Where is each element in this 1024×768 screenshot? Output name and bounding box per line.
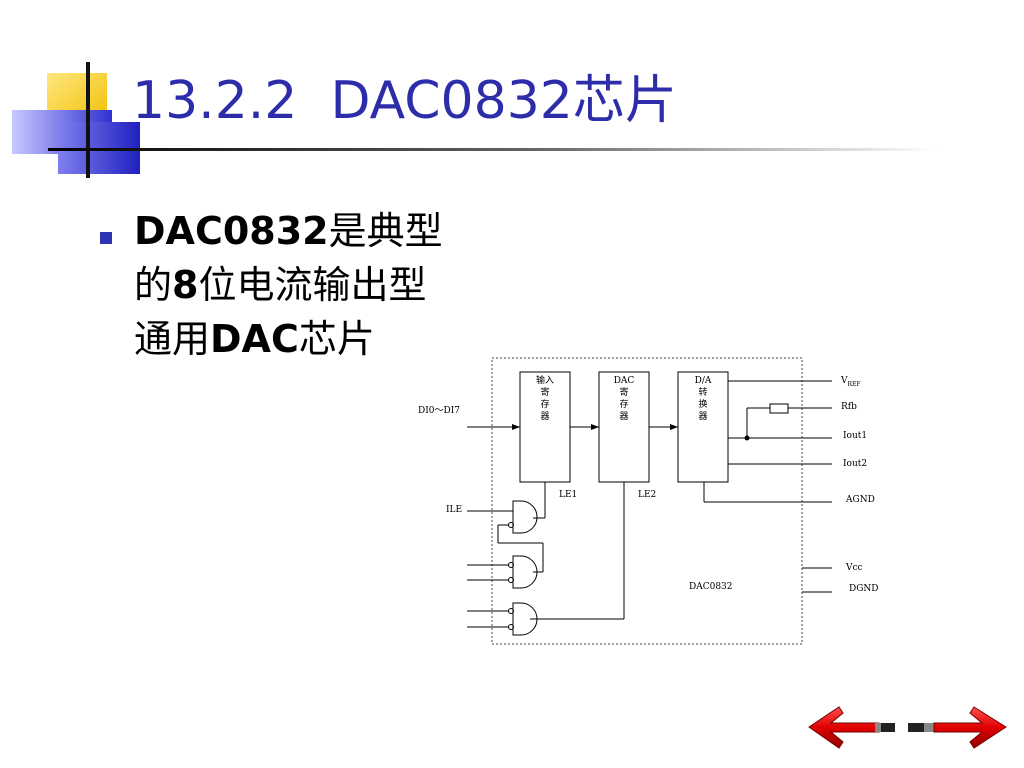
forward-arrow-icon[interactable] — [906, 704, 1016, 754]
dgnd-label: DGND — [849, 584, 879, 594]
and-gate-3 — [512, 602, 538, 636]
svg-text:存: 存 — [619, 398, 628, 410]
da-converter-label-1: D/A — [695, 376, 712, 386]
rfb-label: Rfb — [841, 402, 857, 412]
bullet-icon — [100, 232, 112, 244]
agnd-label: AGND — [845, 495, 875, 505]
le1-label: LE1 — [559, 490, 577, 500]
and-gate-2 — [512, 555, 538, 589]
rfb-resistor — [769, 403, 789, 414]
svg-text:器: 器 — [619, 411, 628, 422]
svg-text:寄: 寄 — [619, 386, 628, 398]
back-arrow-icon[interactable] — [805, 704, 915, 754]
le2-label: LE2 — [638, 490, 656, 500]
chip-label: DAC0832 — [689, 582, 733, 592]
vcc-label: Vcc — [845, 563, 863, 573]
bullet-text: DAC0832是典型 的8位电流输出型 通用DAC芯片 — [134, 209, 443, 361]
svg-text:存: 存 — [540, 398, 549, 410]
data-input-label: DI0～DI7 — [418, 406, 460, 416]
vref-label: VREF — [840, 376, 861, 388]
iout1-label: Iout1 — [843, 431, 867, 441]
chip-boundary — [491, 357, 803, 645]
svg-text:寄: 寄 — [540, 386, 549, 398]
and-gate-1 — [512, 500, 538, 534]
input-register-label-1: 输入 — [536, 374, 554, 386]
ile-label: ILE — [446, 505, 462, 515]
dac-register-label-1: DAC — [614, 376, 635, 386]
slide-title: 13.2.2 DAC0832芯片 — [132, 71, 677, 131]
bullet-bold-chip: DAC0832 — [134, 209, 329, 253]
iout2-label: Iout2 — [843, 459, 867, 469]
svg-text:转: 转 — [698, 386, 707, 398]
svg-text:换: 换 — [698, 398, 707, 410]
title-decoration — [12, 62, 938, 178]
svg-text:器: 器 — [540, 411, 549, 422]
svg-text:器: 器 — [698, 411, 707, 422]
